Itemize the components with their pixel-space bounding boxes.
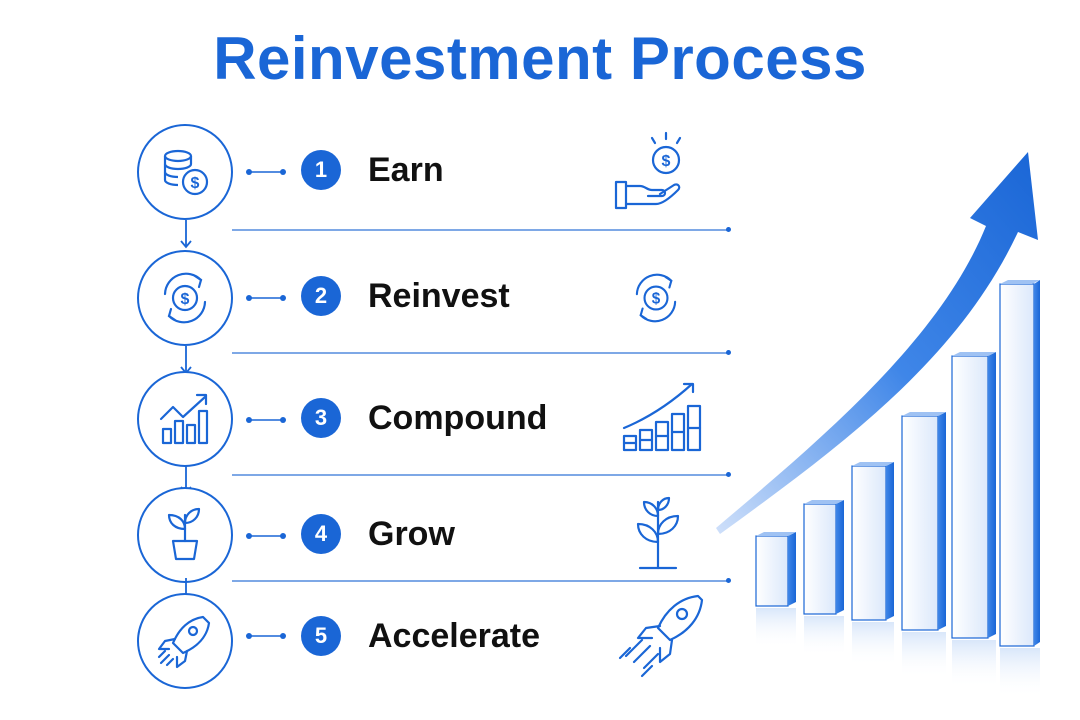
step-4-connector: [246, 533, 286, 539]
step-3-label: Compound: [368, 399, 548, 437]
svg-text:$: $: [191, 175, 200, 192]
step-2-connector: [246, 295, 286, 301]
growth-bar-6: [999, 280, 1040, 698]
step-3-connector: [246, 417, 286, 423]
step-2-number: 2: [301, 276, 341, 316]
growth-bar-4: [901, 412, 946, 678]
growth-bar-2: [803, 500, 844, 656]
divider-4: [232, 578, 731, 583]
step-3-number: 3: [301, 398, 341, 438]
divider-3: [232, 472, 731, 477]
plant-pot-icon: [167, 507, 201, 561]
step-1-circle: $: [137, 124, 233, 220]
step-5-circle: [137, 593, 233, 689]
page-title: Reinvestment Process: [213, 25, 867, 92]
growth-trend-arrow: [716, 152, 1038, 534]
growth-bar-5: [951, 352, 996, 688]
step-1-connector: [246, 169, 286, 175]
step-2-label: Reinvest: [368, 277, 510, 315]
rocket-icon: [157, 615, 211, 669]
svg-text:$: $: [662, 153, 671, 170]
growth-bar-3: [851, 462, 894, 666]
growth-bars: [755, 280, 1040, 698]
sprout-icon: [636, 496, 680, 570]
divider-1: [232, 227, 731, 232]
growth-bar-arrow-graphic: [716, 152, 1040, 698]
coins-stack-dollar-icon: $: [163, 149, 209, 196]
step-4-label: Grow: [368, 515, 455, 553]
hand-coin-icon: $: [614, 131, 682, 210]
svg-text:$: $: [652, 291, 661, 308]
step-2-circle: $: [137, 250, 233, 346]
step-3-circle: [137, 371, 233, 467]
rocket-icon: [618, 594, 704, 678]
divider-2: [232, 350, 731, 355]
step-4-circle: [137, 487, 233, 583]
step-5-number: 5: [301, 616, 341, 656]
step-5-label: Accelerate: [368, 617, 541, 655]
step-1-down-arrow: [180, 220, 192, 249]
step-1-number: 1: [301, 150, 341, 190]
cycle-dollar-icon: $: [163, 272, 207, 324]
growth-bar-1: [755, 532, 796, 648]
bar-chart-trend-icon: [622, 382, 702, 452]
step-1-label: Earn: [368, 151, 444, 189]
cycle-dollar-icon: $: [635, 273, 677, 323]
step-4-number: 4: [301, 514, 341, 554]
step-5-connector: [246, 633, 286, 639]
bar-chart-trend-icon: [159, 393, 209, 445]
svg-text:$: $: [181, 291, 190, 308]
